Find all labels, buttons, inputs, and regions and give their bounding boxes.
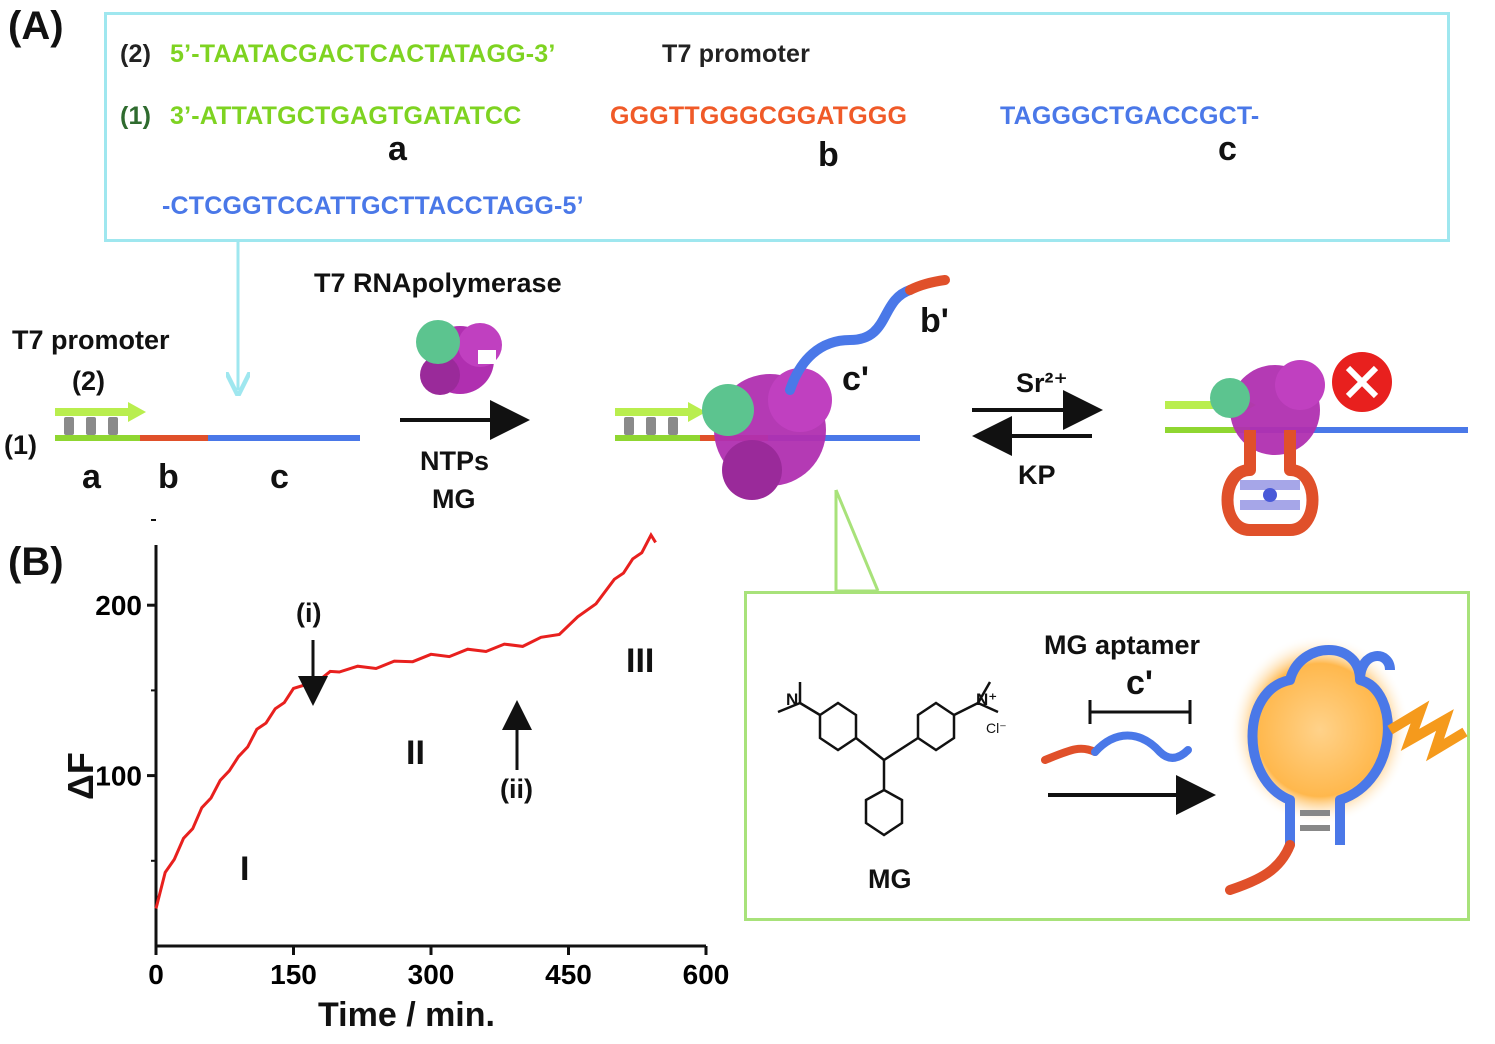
region-III: III [626, 642, 655, 680]
strand1-seg-a: 3’-ATTATGCTGAGTGATATCC [170, 102, 522, 130]
mg-name-label: MG [868, 864, 912, 894]
mg-molecule-icon [777, 681, 999, 837]
dna-template-left [55, 402, 360, 441]
mg-n-left: N [786, 690, 799, 709]
aptamer-scale-bar [1088, 700, 1192, 724]
scheme-seg-b: b [158, 458, 179, 496]
rna-strand-blue [1091, 731, 1192, 762]
y-tick-label: 200 [95, 590, 142, 621]
x-tick-label: 450 [545, 959, 592, 990]
x-tick-label: 150 [270, 959, 317, 990]
strand1-seg-c2: -CTCGGTCCATTGCTTACCTAGG-5’ [162, 192, 584, 220]
annotation-ii: (ii) [500, 774, 533, 804]
mg-chloride: Cl⁻ [986, 720, 1007, 736]
scheme-seg-c: c [270, 458, 289, 496]
x-axis-label: Time / min. [318, 996, 495, 1034]
reagent-mg: MG [432, 484, 476, 514]
sequence-box [104, 12, 1450, 242]
seq-label-c: c [1218, 130, 1237, 168]
y-tick-label: 100 [95, 761, 142, 792]
label-b-prime: b' [920, 302, 949, 340]
strand1-seg-b: GGGTTGGGCGGATGGG [610, 102, 908, 130]
strand2-number: (2) [120, 40, 152, 68]
mg-aptamer-complex [1225, 635, 1468, 895]
scheme-strand1-number: (1) [4, 430, 37, 460]
scheme-seg-a: a [82, 458, 101, 496]
inset-c-prime: c' [1126, 664, 1153, 702]
chart-x-ticks: 0 150 300 450 600 [148, 946, 729, 990]
region-II: II [406, 734, 425, 772]
x-tick-label: 300 [408, 959, 455, 990]
region-I: I [240, 850, 250, 888]
strand2-label: T7 promoter [662, 40, 811, 68]
chart-y-ticks: 100 200 [95, 519, 156, 862]
aptamer-label: MG aptamer [1044, 630, 1201, 660]
callout-line [834, 490, 878, 593]
label-c-prime: c' [842, 360, 869, 398]
reagent-ntps: NTPs [420, 446, 490, 476]
enzyme-label: T7 RNApolymerase [314, 268, 562, 298]
t7-polymerase-icon [416, 320, 502, 395]
strand1-seg-c: TAGGGCTGACCGCT- [1000, 102, 1260, 130]
strand1-number: (1) [120, 102, 152, 130]
chart-line-series [154, 531, 657, 909]
seq-label-a: a [388, 130, 407, 168]
panel-a-letter: (A) [8, 4, 64, 48]
x-tick-label: 0 [148, 959, 164, 990]
quadruplex-complex [1165, 352, 1468, 536]
scheme-strand2-number: (2) [72, 366, 105, 396]
annotation-i: (i) [296, 598, 322, 628]
y-axis-label: ΔF [60, 752, 101, 800]
seq-label-b: b [818, 136, 839, 174]
reverse-condition: KP [1018, 460, 1056, 490]
strand2-sequence: 5’-TAATACGACTCACTATAGG-3’ [170, 40, 556, 68]
mg-inset-box [744, 591, 1470, 921]
forward-condition: Sr²⁺ [1016, 368, 1068, 398]
t7-promoter-label: T7 promoter [12, 325, 170, 355]
chart-axes [154, 545, 706, 948]
panel-b-letter: (B) [8, 540, 64, 584]
mg-n-plus: N⁺ [976, 690, 998, 709]
transcription-complex [615, 275, 950, 500]
rna-strand-orange [1041, 744, 1099, 764]
x-tick-label: 600 [683, 959, 730, 990]
